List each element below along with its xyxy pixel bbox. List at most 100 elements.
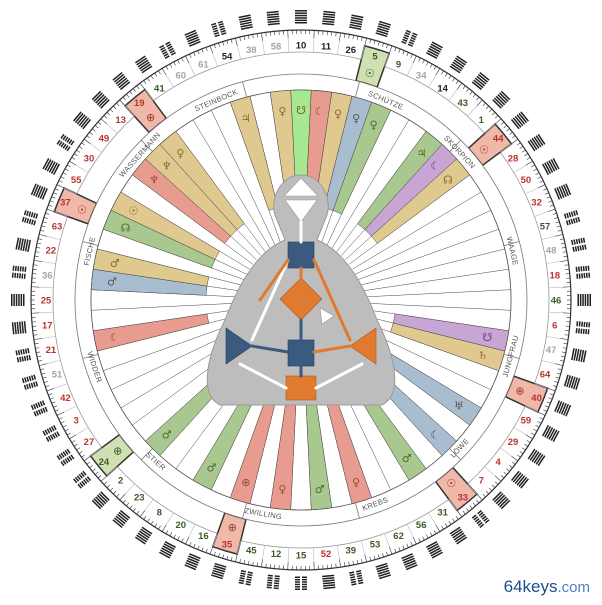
- gate-number[interactable]: 12: [271, 549, 282, 560]
- root-center: [285, 375, 317, 401]
- gate-number[interactable]: 29: [508, 437, 519, 448]
- planet-icon: ♀: [352, 112, 360, 125]
- gate-number[interactable]: 49: [99, 134, 110, 145]
- gate-number[interactable]: 58: [271, 42, 282, 53]
- gate-number[interactable]: 53: [370, 539, 381, 550]
- hexagram-icon: [554, 400, 572, 417]
- gate-number[interactable]: 17: [42, 320, 53, 331]
- gate-number[interactable]: 30: [84, 154, 95, 165]
- gate-number[interactable]: 55: [71, 175, 82, 186]
- planet-icon: ♃: [241, 112, 251, 125]
- gate-number[interactable]: 24: [99, 457, 110, 468]
- brand-logo[interactable]: 64keys.com: [504, 577, 590, 597]
- gate-number[interactable]: 33: [457, 492, 468, 503]
- hexagram-icon: [56, 133, 75, 152]
- gate-number[interactable]: 42: [60, 393, 71, 404]
- hexagram-icon: [563, 210, 581, 226]
- gate-number[interactable]: 8: [157, 507, 162, 518]
- spleen-center: [225, 327, 253, 365]
- gate-number[interactable]: 21: [46, 345, 57, 356]
- hexagram-icon: [401, 29, 418, 47]
- gate-number[interactable]: 46: [551, 295, 562, 306]
- hexagram-icon: [426, 541, 443, 559]
- channel: [250, 258, 290, 342]
- planet-icon: ♂: [110, 257, 120, 270]
- bodygraph: [206, 174, 396, 406]
- gate-number[interactable]: 3: [73, 416, 78, 427]
- gate-number[interactable]: 19: [134, 98, 145, 109]
- planet-spoke[interactable]: [110, 191, 220, 260]
- gate-planet-icon: ☉: [479, 144, 489, 157]
- gate-number[interactable]: 34: [416, 70, 427, 81]
- gate-number[interactable]: 2: [118, 476, 123, 487]
- channel: [238, 362, 288, 390]
- gate-number[interactable]: 5: [372, 51, 378, 62]
- planet-spoke[interactable]: [371, 158, 471, 244]
- planet-icon: ⊕: [241, 476, 250, 489]
- gate-number[interactable]: 14: [437, 83, 448, 94]
- hexagram-icon: [492, 491, 511, 510]
- planet-icon: ♂: [315, 483, 325, 496]
- gate-number[interactable]: 25: [41, 295, 52, 306]
- gate-number[interactable]: 35: [222, 539, 233, 550]
- gate-number[interactable]: 32: [531, 198, 542, 209]
- gate-number[interactable]: 63: [52, 221, 63, 232]
- gate-number[interactable]: 64: [540, 369, 551, 380]
- planet-spoke[interactable]: [159, 130, 245, 230]
- planet-spoke[interactable]: [92, 248, 210, 287]
- gate-number[interactable]: 54: [222, 51, 233, 62]
- head-center: [283, 177, 319, 197]
- gate-number[interactable]: 40: [531, 393, 542, 404]
- gate-number[interactable]: 16: [198, 531, 209, 542]
- hexagram-icon: [295, 10, 307, 24]
- gate-number[interactable]: 41: [154, 83, 165, 94]
- gate-number[interactable]: 47: [546, 345, 557, 356]
- hexagram-icon: [184, 29, 201, 47]
- gate-number[interactable]: 9: [396, 60, 401, 71]
- gate-number[interactable]: 38: [246, 45, 257, 56]
- gate-number[interactable]: 26: [345, 45, 356, 56]
- gate-number[interactable]: 6: [552, 320, 557, 331]
- hexagram-icon: [238, 570, 253, 586]
- hexagram-icon: [159, 41, 176, 59]
- gate-number[interactable]: 23: [134, 492, 145, 503]
- planet-spoke[interactable]: [92, 313, 210, 352]
- gate-number[interactable]: 1: [479, 115, 485, 126]
- gate-number[interactable]: 59: [521, 416, 532, 427]
- planet-spoke[interactable]: [332, 101, 392, 215]
- gate-number[interactable]: 10: [296, 40, 307, 51]
- gate-number[interactable]: 48: [546, 246, 557, 257]
- gate-number[interactable]: 31: [437, 507, 448, 518]
- gate-number[interactable]: 7: [479, 476, 484, 487]
- channel: [250, 344, 290, 354]
- hexagram-icon: [211, 562, 227, 580]
- gate-number[interactable]: 44: [493, 134, 504, 145]
- gate-number[interactable]: 13: [115, 115, 126, 126]
- gate-number[interactable]: 43: [457, 98, 468, 109]
- hexagram-icon: [349, 570, 364, 586]
- gate-number[interactable]: 52: [321, 549, 332, 560]
- gate-number[interactable]: 37: [60, 198, 71, 209]
- gate-number[interactable]: 60: [176, 70, 187, 81]
- gate-number[interactable]: 56: [416, 520, 427, 531]
- gate-number[interactable]: 28: [508, 154, 519, 165]
- gate-number[interactable]: 22: [46, 246, 57, 257]
- hexagram-icon: [30, 400, 48, 417]
- gate-number[interactable]: 39: [345, 545, 356, 556]
- gate-number[interactable]: 61: [198, 60, 209, 71]
- gate-number[interactable]: 11: [321, 42, 332, 53]
- gate-number[interactable]: 36: [42, 270, 53, 281]
- gate-number[interactable]: 4: [495, 457, 501, 468]
- gate-number[interactable]: 20: [176, 520, 187, 531]
- gate-number[interactable]: 18: [549, 270, 560, 281]
- gate-number[interactable]: 50: [521, 175, 532, 186]
- planet-spoke[interactable]: [390, 322, 506, 372]
- gate-number[interactable]: 62: [393, 531, 404, 542]
- gate-number[interactable]: 51: [52, 369, 63, 380]
- gate-number[interactable]: 45: [246, 545, 257, 556]
- hexagram-icon: [42, 425, 60, 442]
- gate-number[interactable]: 57: [540, 221, 551, 232]
- gate-number[interactable]: 15: [296, 550, 307, 561]
- gate-number[interactable]: 27: [84, 437, 95, 448]
